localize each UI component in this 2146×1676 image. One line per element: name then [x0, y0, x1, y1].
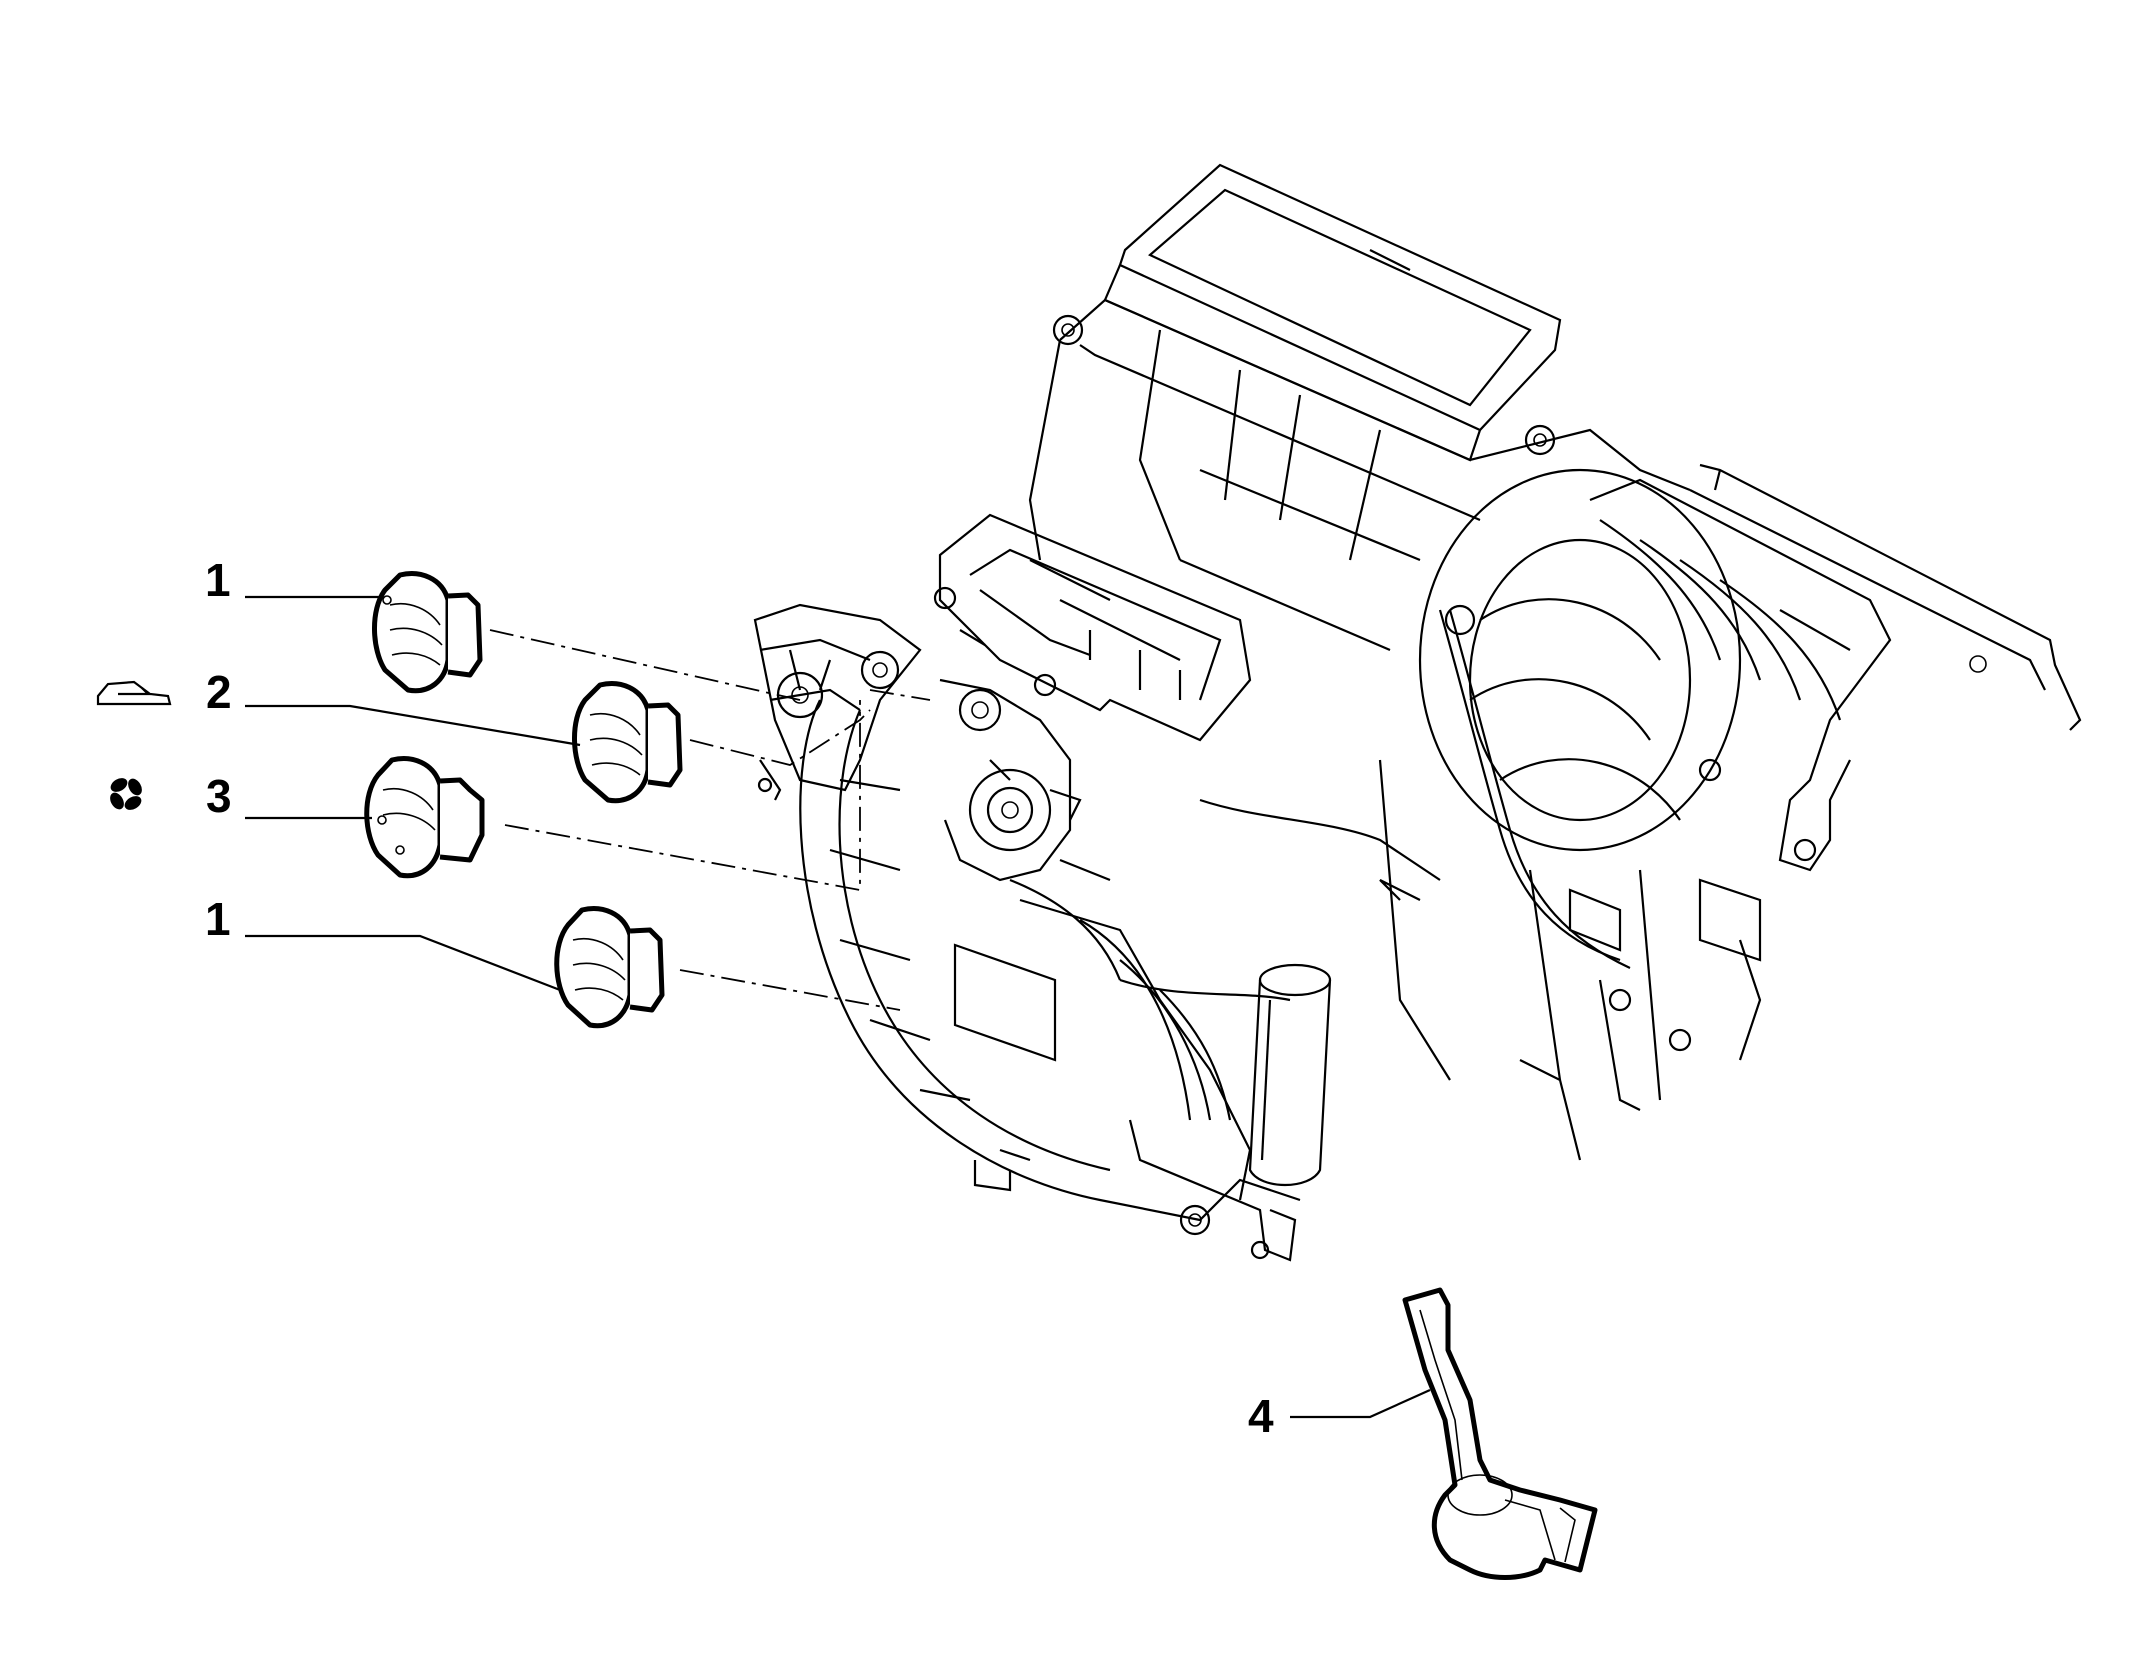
leader-4 [1290, 1388, 1431, 1419]
control-frame [933, 513, 1252, 742]
knob-mount-center [939, 678, 1111, 882]
callout-labels: 1 2 3 1 4 [205, 554, 1274, 1442]
leader-2 [245, 704, 581, 747]
knob-part-2 [572, 681, 683, 804]
lower-housing [799, 699, 1301, 1262]
knob-mount-bracket [753, 603, 922, 801]
upper-body [1028, 298, 1691, 652]
hvac-housing [753, 163, 2082, 1262]
blower-area [1378, 468, 1742, 1101]
knob-part-3 [364, 756, 485, 879]
cables [1009, 609, 1631, 1002]
assembly-line-knob-3 [504, 700, 861, 892]
fan-icon [110, 778, 142, 810]
car-recirculation-icon [96, 680, 172, 706]
drain-cylinder [1248, 963, 1332, 1187]
assembly-lines [489, 629, 931, 1011]
callout-2: 2 [206, 666, 232, 718]
top-duct [1103, 163, 1562, 462]
assembly-line-knob-1a [489, 629, 801, 701]
drain-hose-part-4 [1402, 1287, 1598, 1580]
right-duct [1589, 463, 2082, 872]
knob-part-1-upper [372, 571, 483, 694]
leader-1-lower [245, 934, 561, 992]
knob-part-1-lower [554, 906, 665, 1029]
assembly-line-knob-2 [689, 709, 871, 766]
callout-4: 4 [1248, 1390, 1274, 1442]
callout-1-lower: 1 [205, 893, 231, 945]
right-actuators [1379, 878, 1762, 1161]
assembly-line-knob-1b [679, 969, 901, 1011]
callout-1-upper: 1 [205, 554, 231, 606]
callout-3: 3 [206, 770, 232, 822]
callout-leaders [245, 595, 1431, 1419]
